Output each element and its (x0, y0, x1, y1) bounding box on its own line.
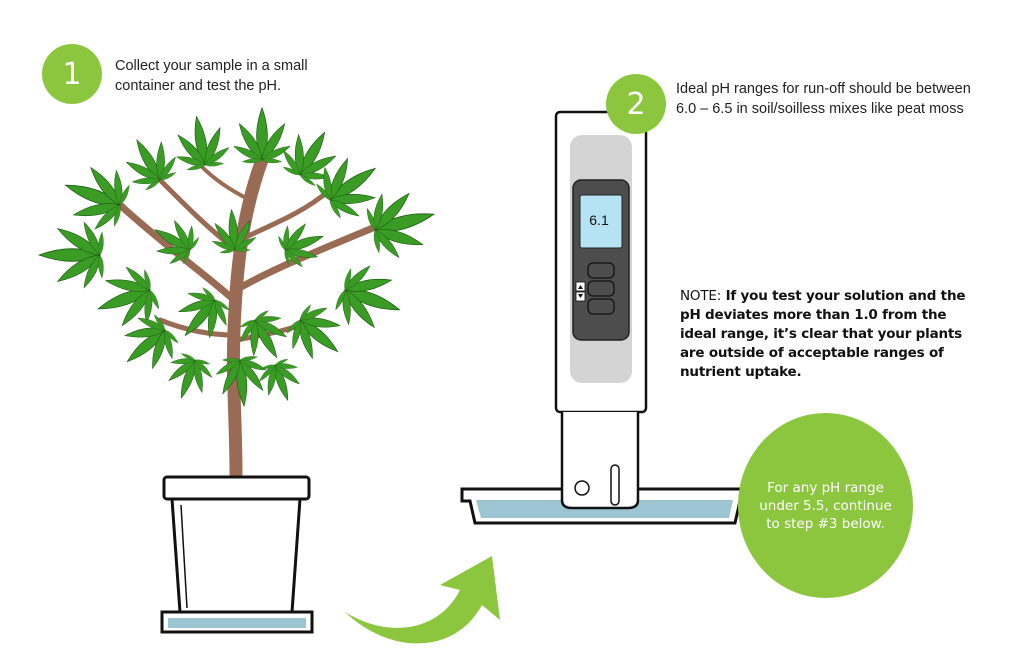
pot-saucer (160, 610, 314, 634)
step-2-text: Ideal pH ranges for run-off should be be… (676, 79, 971, 119)
plant-pot (162, 475, 311, 614)
note-body: If you test your solution and the pH dev… (680, 288, 966, 380)
cannabis-plant (39, 108, 443, 482)
step-1-line-1: Collect your sample in a small (115, 58, 308, 74)
step-1-text: Collect your sample in a small container… (115, 56, 308, 96)
ph-reading: 6.1 (589, 212, 609, 228)
step-1-badge: 1 (42, 44, 102, 104)
step-1-line-2: container and test the pH. (115, 78, 282, 94)
green-arrow (345, 556, 500, 644)
ph-meter (554, 110, 648, 510)
step-2-line-2: 6.0 – 6.5 in soil/soilless mixes like pe… (676, 101, 964, 117)
plant-stem (116, 153, 384, 482)
note-text: NOTE: If you test your solution and the … (680, 287, 980, 382)
step-2-line-1: Ideal pH ranges for run-off should be be… (676, 81, 971, 97)
step-2-badge: 2 (606, 74, 666, 134)
step-3-callout: For any pH range under 5.5, continue to … (738, 413, 913, 598)
callout-text: For any pH range under 5.5, continue to … (759, 479, 892, 532)
note-label: NOTE: (680, 288, 722, 304)
